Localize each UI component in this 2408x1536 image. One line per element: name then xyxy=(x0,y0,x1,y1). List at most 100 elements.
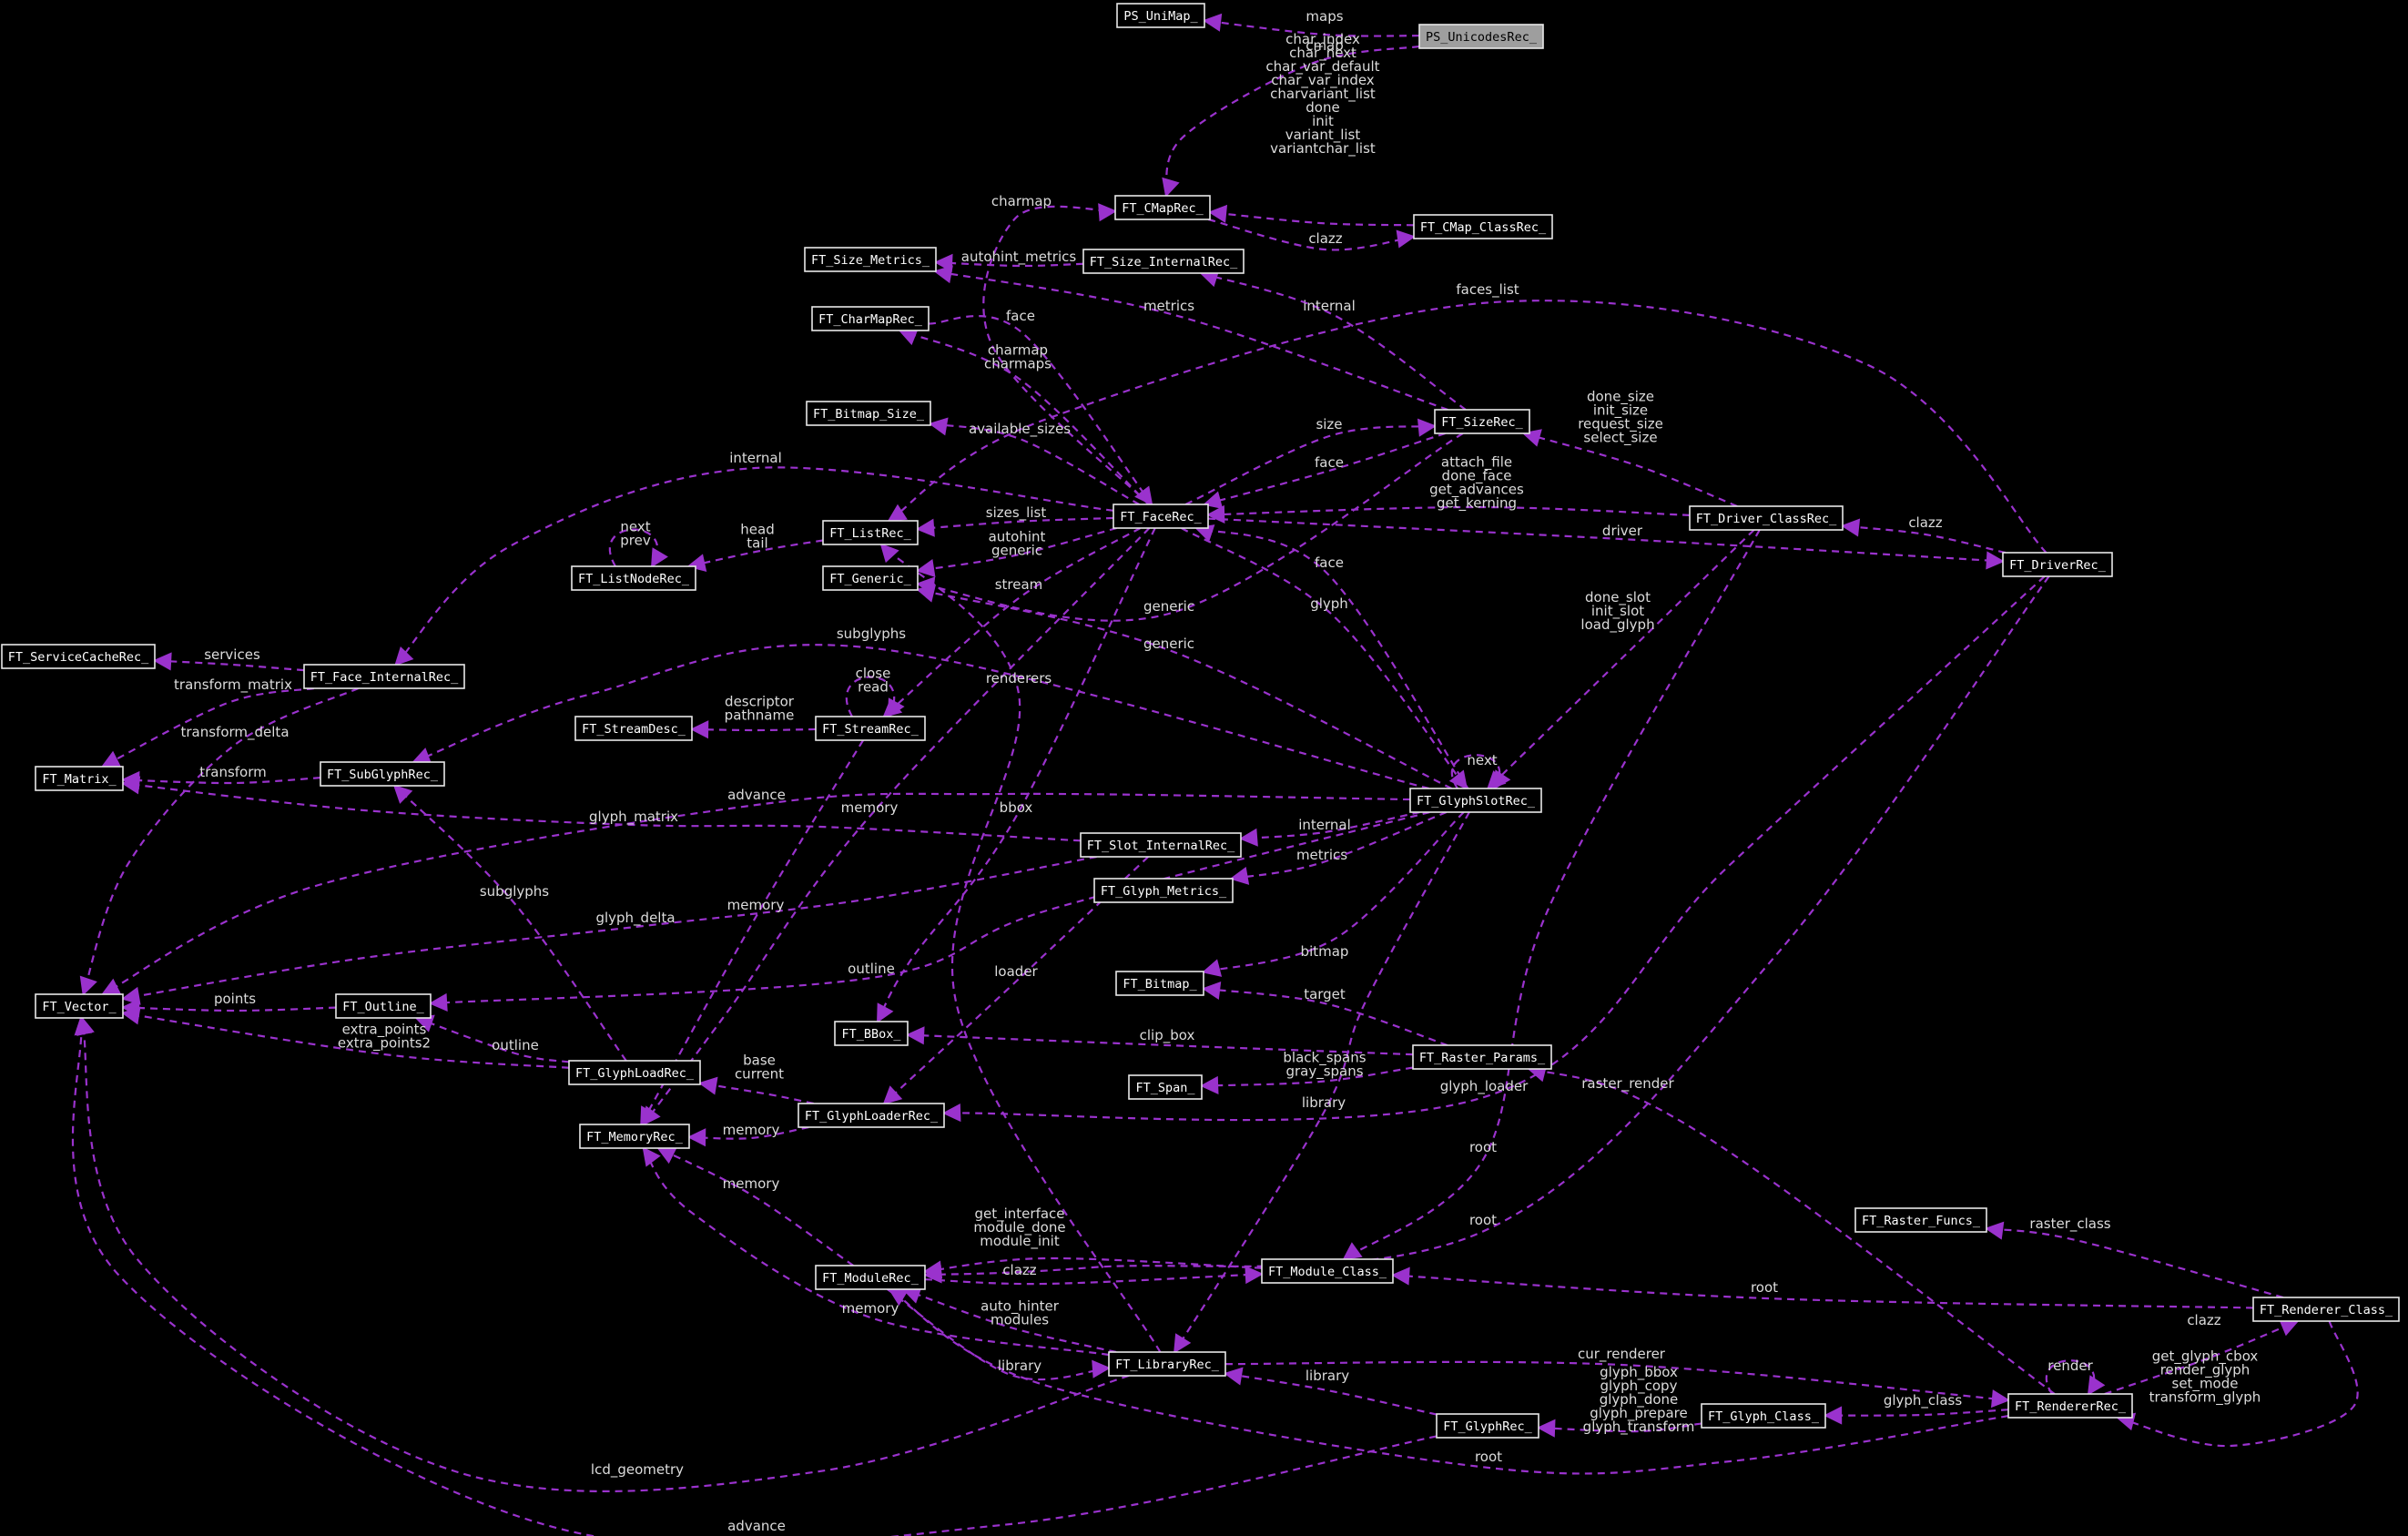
node-box-FT_Size_InternalRec_[interactable] xyxy=(1082,249,1245,274)
node-FT_Generic_[interactable]: FT_Generic_ xyxy=(822,565,919,591)
edge-FT_Outline_-to-FT_Vector_ xyxy=(120,998,337,1018)
node-PS_UniMap_[interactable]: PS_UniMap_ xyxy=(1116,3,1205,28)
node-FT_BBox_[interactable]: FT_BBox_ xyxy=(834,1021,909,1046)
node-box-FT_Raster_Params_[interactable] xyxy=(1412,1044,1552,1070)
edge-FT_GlyphLoadRec_-to-FT_Vector_ xyxy=(121,1006,570,1069)
node-box-FT_Driver_ClassRec_[interactable] xyxy=(1689,505,1844,531)
edge-label-memory: memory xyxy=(723,1122,780,1138)
edge-label-glyph_delta: glyph_delta xyxy=(595,910,675,927)
node-box-FT_LibraryRec_[interactable] xyxy=(1108,1351,1226,1377)
node-box-FT_ListNodeRec_[interactable] xyxy=(571,565,696,591)
node-box-FT_BBox_[interactable] xyxy=(834,1021,909,1046)
node-FT_ListNodeRec_[interactable]: FT_ListNodeRec_ xyxy=(571,565,696,591)
node-box-FT_Vector_[interactable] xyxy=(35,993,124,1019)
node-FT_CharMapRec_[interactable]: FT_CharMapRec_ xyxy=(811,306,930,331)
node-box-FT_GlyphLoadRec_[interactable] xyxy=(568,1060,701,1085)
node-box-FT_CMap_ClassRec_[interactable] xyxy=(1413,214,1553,239)
node-FT_Bitmap_Size_[interactable]: FT_Bitmap_Size_ xyxy=(806,401,931,426)
node-FT_Bitmap_[interactable]: FT_Bitmap_ xyxy=(1115,971,1204,996)
node-box-FT_SubGlyphRec_[interactable] xyxy=(320,761,445,787)
node-FT_CMap_ClassRec_[interactable]: FT_CMap_ClassRec_ xyxy=(1413,214,1553,239)
node-FT_Span_[interactable]: FT_Span_ xyxy=(1128,1074,1203,1100)
node-box-FT_GlyphSlotRec_[interactable] xyxy=(1409,788,1542,813)
node-box-FT_GlyphRec_[interactable] xyxy=(1436,1413,1539,1439)
node-box-FT_DriverRec_[interactable] xyxy=(2002,552,2113,577)
node-FT_Matrix_[interactable]: FT_Matrix_ xyxy=(35,766,124,791)
node-box-FT_ModuleRec_[interactable] xyxy=(815,1265,926,1290)
node-box-FT_FaceRec_[interactable] xyxy=(1113,504,1209,529)
node-box-FT_GlyphLoaderRec_[interactable] xyxy=(798,1103,945,1128)
node-FT_DriverRec_[interactable]: FT_DriverRec_ xyxy=(2002,552,2113,577)
node-FT_Size_InternalRec_[interactable]: FT_Size_InternalRec_ xyxy=(1082,249,1245,274)
node-FT_CMapRec_[interactable]: FT_CMapRec_ xyxy=(1114,195,1211,220)
node-box-FT_Size_Metrics_[interactable] xyxy=(804,247,937,272)
node-FT_StreamRec_[interactable]: FT_StreamRec_ xyxy=(815,716,926,741)
node-FT_MemoryRec_[interactable]: FT_MemoryRec_ xyxy=(579,1124,690,1149)
edge-FT_LibraryRec_-to-FT_ListRec_ xyxy=(879,543,1162,1353)
node-box-FT_StreamDesc_[interactable] xyxy=(574,716,693,741)
node-FT_Slot_InternalRec_[interactable]: FT_Slot_InternalRec_ xyxy=(1080,832,1242,858)
node-FT_Outline_[interactable]: FT_Outline_ xyxy=(335,993,432,1019)
node-FT_Module_Class_[interactable]: FT_Module_Class_ xyxy=(1261,1258,1394,1284)
node-FT_SubGlyphRec_[interactable]: FT_SubGlyphRec_ xyxy=(320,761,445,787)
node-box-FT_Raster_Funcs_[interactable] xyxy=(1854,1207,1987,1233)
node-FT_ListRec_[interactable]: FT_ListRec_ xyxy=(822,520,919,545)
node-FT_Renderer_Class_[interactable]: FT_Renderer_Class_ xyxy=(2252,1297,2400,1322)
node-FT_Vector_[interactable]: FT_Vector_ xyxy=(35,993,124,1019)
node-box-FT_Generic_[interactable] xyxy=(822,565,919,591)
edge-FT_GlyphSlotRec_-to-FT_Bitmap_ xyxy=(1202,811,1465,977)
node-FT_Size_Metrics_[interactable]: FT_Size_Metrics_ xyxy=(804,247,937,272)
node-box-FT_Glyph_Metrics_[interactable] xyxy=(1093,878,1234,903)
node-box-PS_UniMap_[interactable] xyxy=(1116,3,1205,28)
node-box-FT_Glyph_Class_[interactable] xyxy=(1701,1403,1826,1429)
node-box-FT_Bitmap_[interactable] xyxy=(1115,971,1204,996)
node-box-FT_SizeRec_[interactable] xyxy=(1434,409,1530,434)
node-FT_Driver_ClassRec_[interactable]: FT_Driver_ClassRec_ xyxy=(1689,505,1844,531)
nodes-layer: PS_UniMap_ PS_UnicodesRec_ FT_CMapRec_ FT_C… xyxy=(1,3,2400,1439)
node-FT_Glyph_Class_[interactable]: FT_Glyph_Class_ xyxy=(1701,1403,1826,1429)
node-box-FT_StreamRec_[interactable] xyxy=(815,716,926,741)
node-FT_GlyphSlotRec_[interactable]: FT_GlyphSlotRec_ xyxy=(1409,788,1542,813)
node-box-PS_UnicodesRec_[interactable] xyxy=(1418,24,1544,49)
node-box-FT_Span_[interactable] xyxy=(1128,1074,1203,1100)
node-box-FT_MemoryRec_[interactable] xyxy=(579,1124,690,1149)
node-FT_ModuleRec_[interactable]: FT_ModuleRec_ xyxy=(815,1265,926,1290)
node-label-FT_Vector_: FT_Vector_ xyxy=(42,1000,117,1014)
node-FT_RendererRec_[interactable]: FT_RendererRec_ xyxy=(2007,1393,2133,1419)
node-box-FT_CMapRec_[interactable] xyxy=(1114,195,1211,220)
node-box-FT_CharMapRec_[interactable] xyxy=(811,306,930,331)
node-PS_UnicodesRec_[interactable]: PS_UnicodesRec_ xyxy=(1418,24,1544,49)
node-FT_ServiceCacheRec_[interactable]: FT_ServiceCacheRec_ xyxy=(1,644,156,669)
node-FT_GlyphLoaderRec_[interactable]: FT_GlyphLoaderRec_ xyxy=(798,1103,945,1128)
node-FT_Glyph_Metrics_[interactable]: FT_Glyph_Metrics_ xyxy=(1093,878,1234,903)
node-box-FT_Bitmap_Size_[interactable] xyxy=(806,401,931,426)
node-box-FT_Matrix_[interactable] xyxy=(35,766,124,791)
node-FT_SizeRec_[interactable]: FT_SizeRec_ xyxy=(1434,409,1530,434)
node-FT_Raster_Params_[interactable]: FT_Raster_Params_ xyxy=(1412,1044,1552,1070)
node-box-FT_Outline_[interactable] xyxy=(335,993,432,1019)
node-FT_LibraryRec_[interactable]: FT_LibraryRec_ xyxy=(1108,1351,1226,1377)
edge-FT_RendererRec_-to-FT_Glyph_Class_ xyxy=(1823,1406,2009,1425)
edge-label-autohint_metrics: autohint_metrics xyxy=(961,249,1077,266)
node-label-FT_Renderer_Class_: FT_Renderer_Class_ xyxy=(2260,1303,2393,1317)
node-box-FT_ListRec_[interactable] xyxy=(822,520,919,545)
node-FT_GlyphRec_[interactable]: FT_GlyphRec_ xyxy=(1436,1413,1539,1439)
node-box-FT_Module_Class_[interactable] xyxy=(1261,1258,1394,1284)
node-FT_FaceRec_[interactable]: FT_FaceRec_ xyxy=(1113,504,1209,529)
node-box-FT_Renderer_Class_[interactable] xyxy=(2252,1297,2400,1322)
node-FT_GlyphLoadRec_[interactable]: FT_GlyphLoadRec_ xyxy=(568,1060,701,1085)
node-FT_Face_InternalRec_[interactable]: FT_Face_InternalRec_ xyxy=(303,664,465,689)
node-box-FT_ServiceCacheRec_[interactable] xyxy=(1,644,156,669)
node-FT_Raster_Funcs_[interactable]: FT_Raster_Funcs_ xyxy=(1854,1207,1987,1233)
node-box-FT_RendererRec_[interactable] xyxy=(2007,1393,2133,1419)
edge-FT_GlyphSlotRec_-to-FT_Glyph_Metrics_ xyxy=(1229,810,1448,885)
node-box-FT_Face_InternalRec_[interactable] xyxy=(303,664,465,689)
node-box-FT_Slot_InternalRec_[interactable] xyxy=(1080,832,1242,858)
edge-label-target: target xyxy=(1304,986,1346,1002)
node-FT_StreamDesc_[interactable]: FT_StreamDesc_ xyxy=(574,716,693,741)
